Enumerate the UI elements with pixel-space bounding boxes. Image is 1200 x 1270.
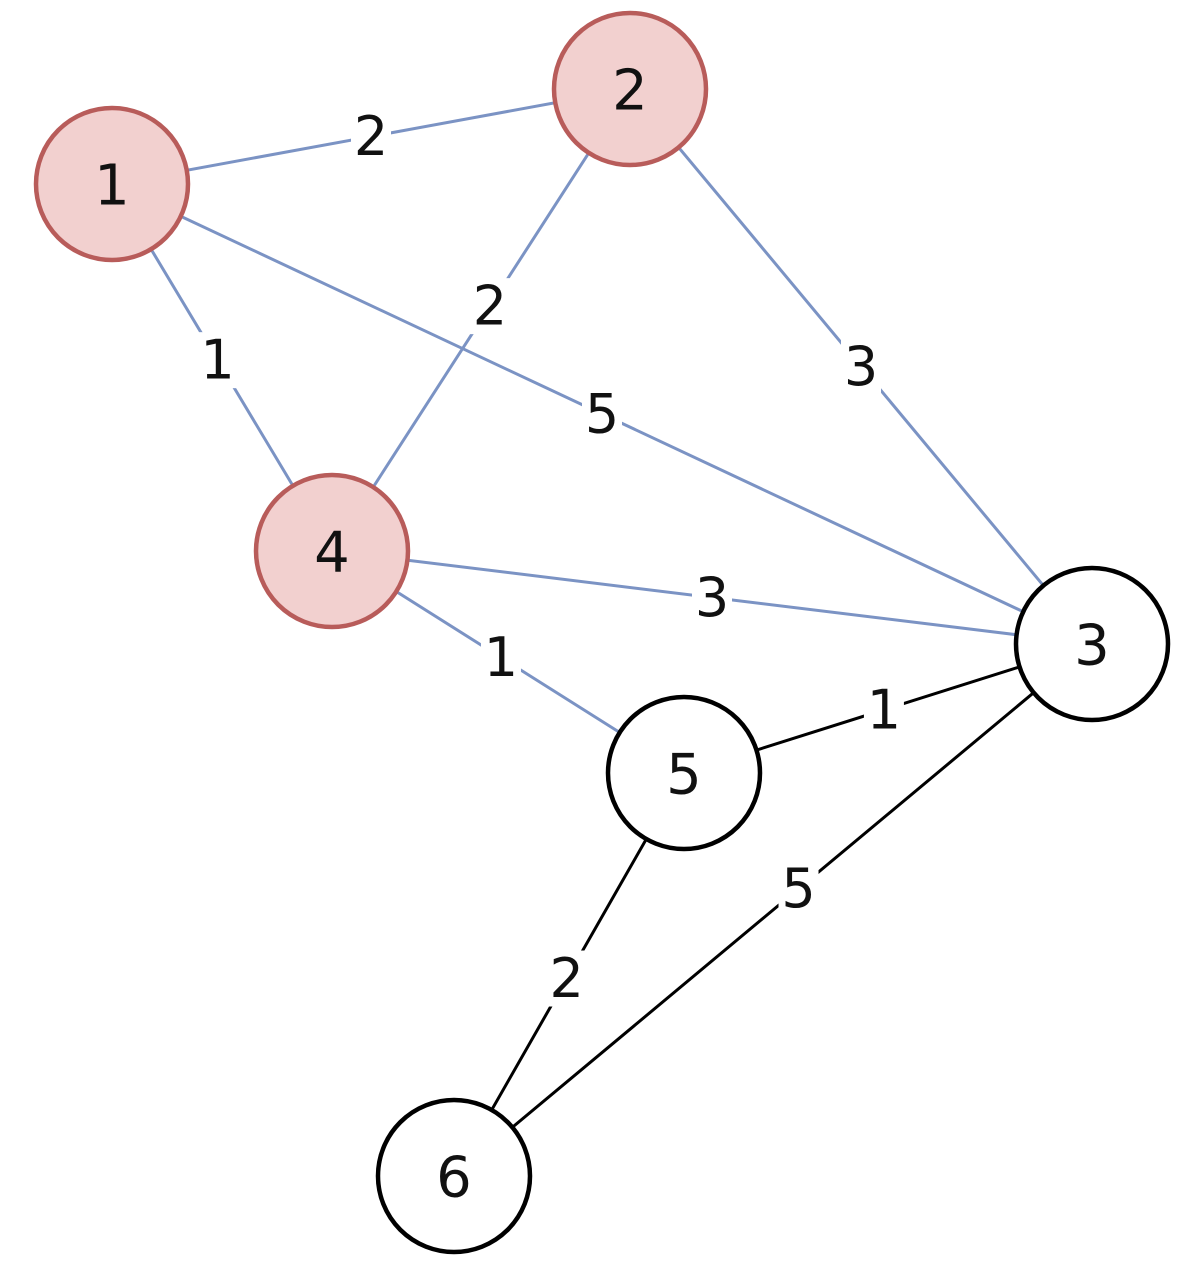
edge-weight-5-3: 1 — [867, 678, 901, 741]
edge-labels-layer: 2 1 5 2 3 3 1 1 2 5 — [197, 105, 904, 1010]
node-6: 6 — [375, 1097, 533, 1255]
node-label: 1 — [94, 154, 130, 219]
edge-label-background — [841, 338, 881, 395]
edge-label-background — [863, 681, 904, 738]
edge-3-6 — [452, 642, 1094, 1178]
node-label: 6 — [436, 1146, 472, 1211]
node-circle — [375, 1097, 533, 1255]
edge-label-background — [692, 569, 732, 626]
node-circle — [33, 105, 191, 263]
edge-weight-1-4: 1 — [200, 329, 234, 392]
edge-label-background — [351, 108, 391, 165]
node-5: 5 — [605, 694, 763, 852]
edge-label-background — [469, 278, 510, 335]
edge-label-background — [480, 629, 521, 686]
edges-layer — [110, 87, 1094, 1178]
edge-weight-2-4: 2 — [473, 275, 507, 338]
node-label: 2 — [612, 59, 648, 124]
node-circle — [551, 10, 709, 168]
edge-weight-3-6: 5 — [781, 857, 815, 920]
node-label: 4 — [314, 521, 350, 586]
edge-weight-2-3: 3 — [844, 335, 878, 398]
node-circle — [253, 472, 411, 630]
edge-weight-1-2: 2 — [354, 105, 388, 168]
edge-weight-4-5: 1 — [484, 626, 518, 689]
node-circle — [605, 694, 763, 852]
edge-label-background — [197, 332, 238, 389]
node-label: 5 — [666, 743, 702, 808]
nodes-layer: 1 2 3 4 5 6 — [33, 10, 1171, 1255]
node-2: 2 — [551, 10, 709, 168]
node-circle — [1013, 565, 1171, 723]
edge-label-background — [582, 386, 622, 442]
edge-label-background — [778, 860, 819, 917]
edge-weight-1-3: 5 — [585, 383, 619, 446]
node-3: 3 — [1013, 565, 1171, 723]
node-label: 3 — [1074, 614, 1110, 679]
node-4: 4 — [253, 472, 411, 630]
edge-weight-5-6: 2 — [550, 947, 584, 1010]
edge-label-background — [546, 950, 587, 1007]
node-1: 1 — [33, 105, 191, 263]
edge-weight-4-3: 3 — [695, 566, 729, 629]
